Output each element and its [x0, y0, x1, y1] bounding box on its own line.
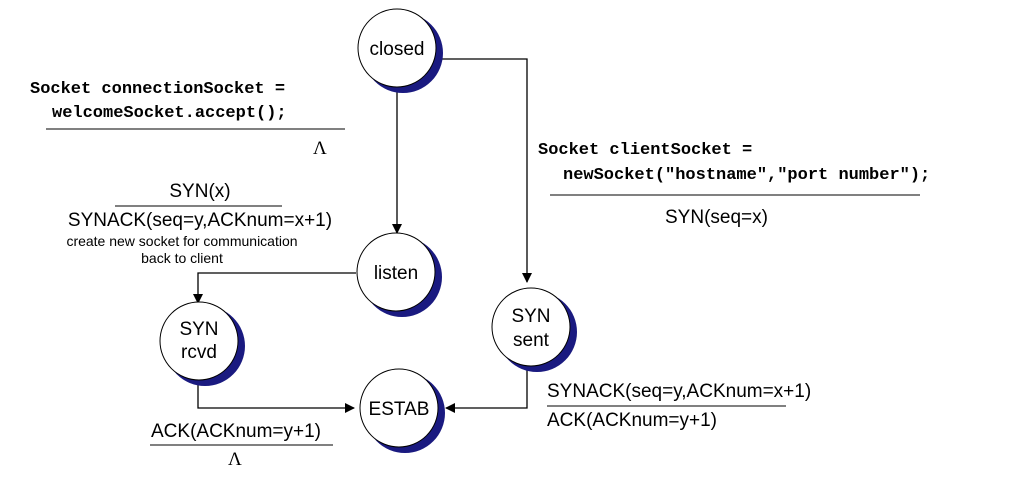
state-circle	[356, 232, 436, 312]
accept-event-line2: welcomeSocket.accept();	[52, 104, 287, 123]
label-dividers	[46, 128, 920, 446]
state-label: closed	[370, 39, 425, 60]
listen-action-line1: SYNACK(seq=y,ACKnum=x+1)	[67, 210, 333, 231]
state-label: listen	[374, 263, 418, 284]
synrcvd-action-lambda: Λ	[228, 449, 242, 470]
synsent-action: ACK(ACKnum=y+1)	[547, 410, 718, 431]
state-label: ESTAB	[369, 399, 430, 420]
transition-edges	[193, 58, 532, 413]
state-circle	[491, 287, 571, 367]
synrcvd-event: ACK(ACKnum=y+1)	[151, 421, 322, 442]
listen-action-line3: back to client	[141, 250, 223, 266]
state-estab: ESTAB	[359, 368, 445, 453]
edge-listen-to-syn-rcvd	[193, 272, 356, 304]
state-syn-rcvd: SYN rcvd	[159, 301, 245, 386]
state-circle	[159, 301, 239, 381]
state-syn-sent: SYN sent	[491, 287, 577, 372]
state-circle	[357, 8, 437, 88]
edge-syn-sent-to-estab	[445, 370, 528, 413]
state-circle	[359, 368, 439, 448]
edge-closed-to-syn-sent	[442, 58, 532, 283]
synsent-event: SYNACK(seq=y,ACKnum=x+1)	[547, 381, 812, 402]
state-listen: listen	[356, 232, 442, 317]
listen-event: SYN(x)	[169, 181, 231, 202]
state-label-line2: rcvd	[181, 342, 217, 363]
state-label-line2: sent	[513, 330, 550, 351]
accept-action-lambda: Λ	[313, 138, 327, 159]
edge-syn-rcvd-to-estab	[197, 380, 355, 413]
state-label-line1: SYN	[511, 306, 550, 327]
client-event-line1: Socket clientSocket =	[538, 141, 753, 160]
listen-action-line2: create new socket for communication	[66, 233, 298, 249]
client-action: SYN(seq=x)	[665, 207, 768, 228]
state-closed: closed	[357, 8, 443, 93]
client-event-line2: newSocket("hostname","port number");	[563, 166, 931, 185]
accept-event-line1: Socket connectionSocket =	[30, 80, 286, 99]
state-label-line1: SYN	[179, 319, 218, 340]
